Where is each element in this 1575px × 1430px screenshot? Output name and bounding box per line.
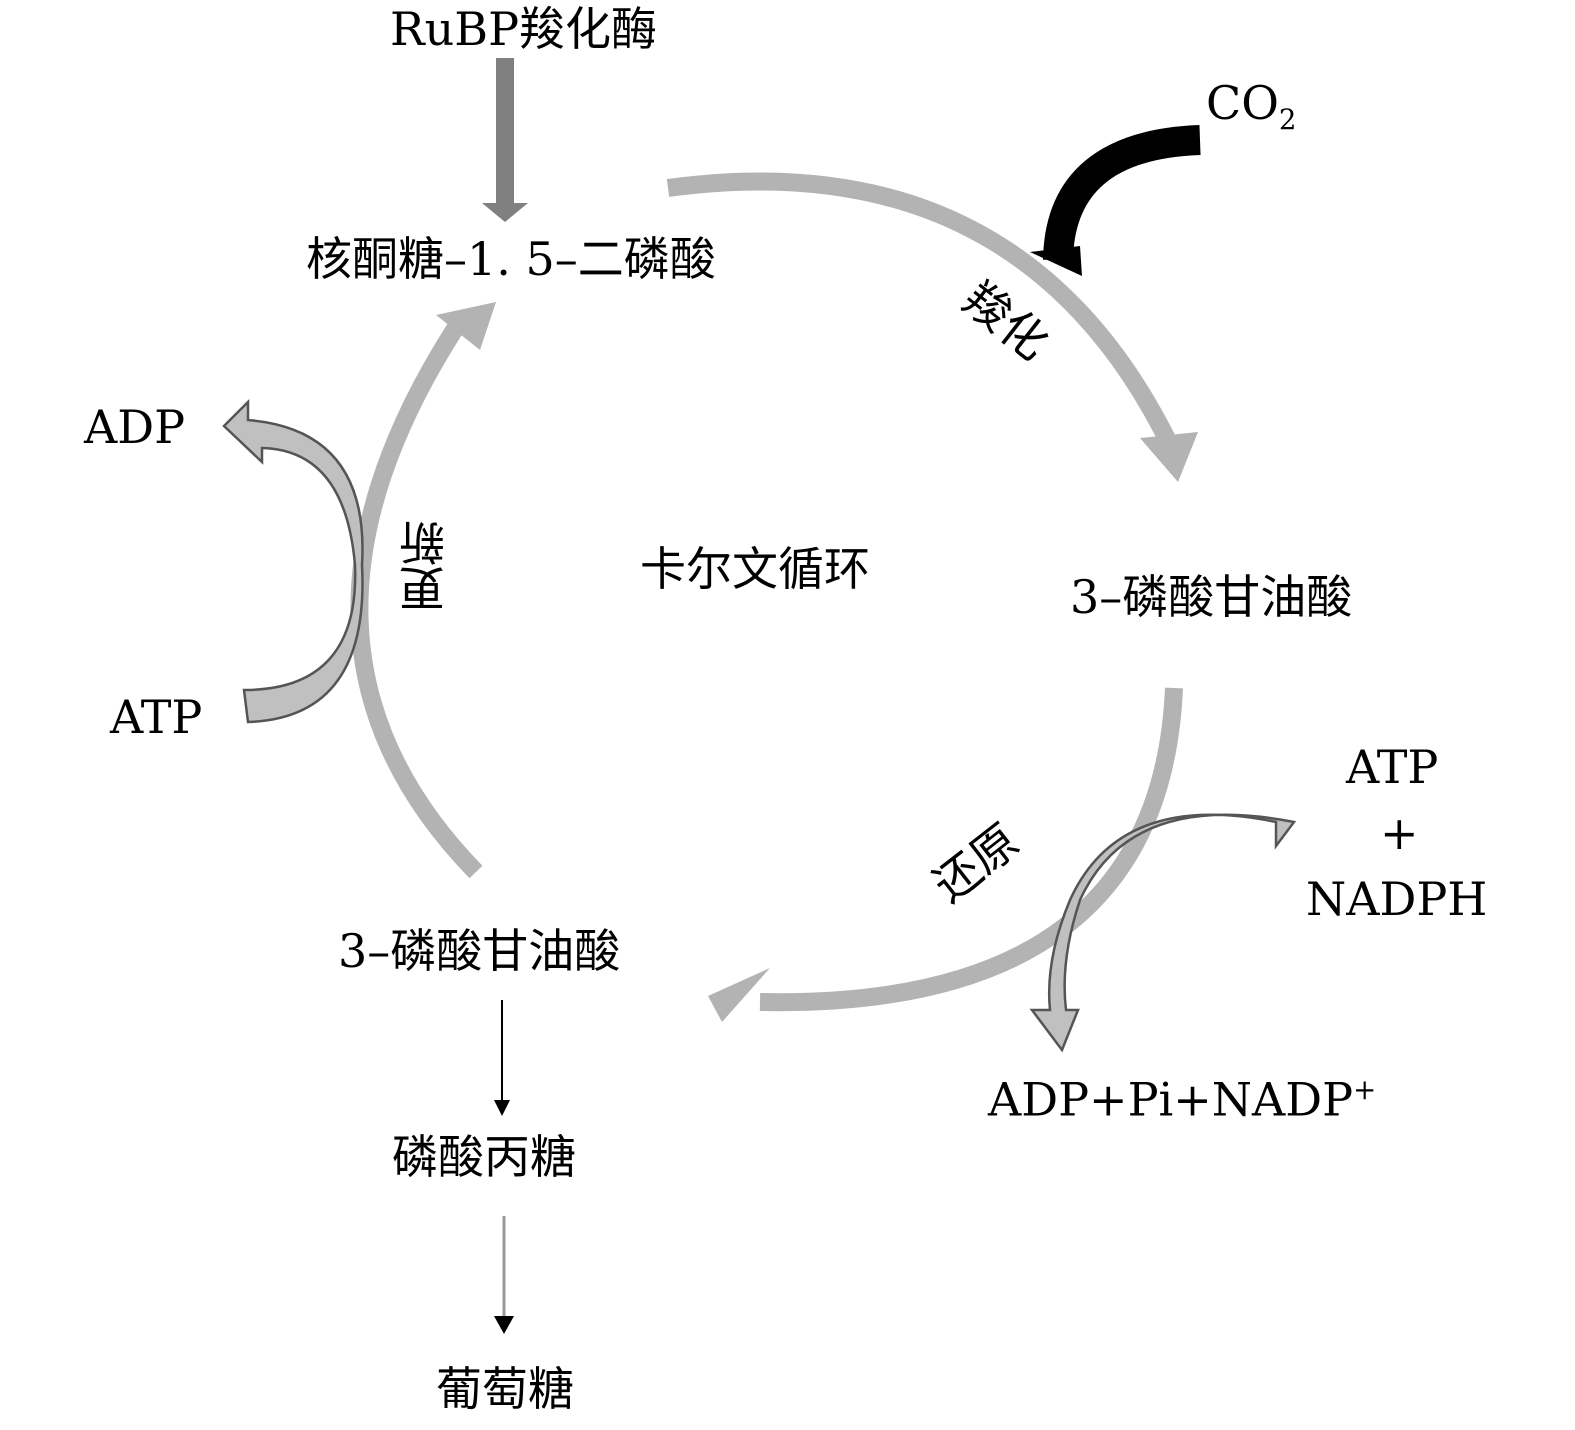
atp-left-label: ATP <box>110 690 203 744</box>
adp-left-label: ADP <box>84 400 186 454</box>
rubp-label: 核酮糖–1. 5–二磷酸 <box>306 232 716 286</box>
cycle-arrow-carboxylation <box>666 172 1198 482</box>
arrow-triose-to-glucose <box>494 1216 514 1334</box>
pga-bottom-label: 3–磷酸甘油酸 <box>338 924 621 978</box>
arrow-pga-to-triose <box>494 1000 510 1116</box>
enzyme-arrow <box>482 58 528 222</box>
pga-right-label: 3–磷酸甘油酸 <box>1070 570 1353 624</box>
nadph-right-arrow <box>1029 813 1297 1053</box>
glucose-label: 葡萄糖 <box>436 1362 574 1416</box>
co2-label: CO2 <box>1206 80 1296 134</box>
products-superscript: + <box>1353 1073 1377 1106</box>
plus-label: + <box>1380 806 1419 860</box>
atp-adp-left-arrow <box>222 398 364 724</box>
cycle-name-label: 卡尔文循环 <box>640 542 870 596</box>
co2-subscript: 2 <box>1278 103 1297 137</box>
enzyme-label: RuBP羧化酶 <box>390 2 658 56</box>
products-text: ADP+Pi+NADP <box>988 1072 1354 1127</box>
triose-phosphate-label: 磷酸丙糖 <box>392 1130 576 1184</box>
co2-text: CO <box>1206 76 1279 130</box>
nadph-label: NADPH <box>1306 872 1488 926</box>
regeneration-label: 更新 <box>398 520 452 612</box>
co2-arrow <box>1030 125 1201 276</box>
products-label: ADP+Pi+NADP+ <box>988 1073 1377 1123</box>
atp-right-label: ATP <box>1346 740 1439 794</box>
